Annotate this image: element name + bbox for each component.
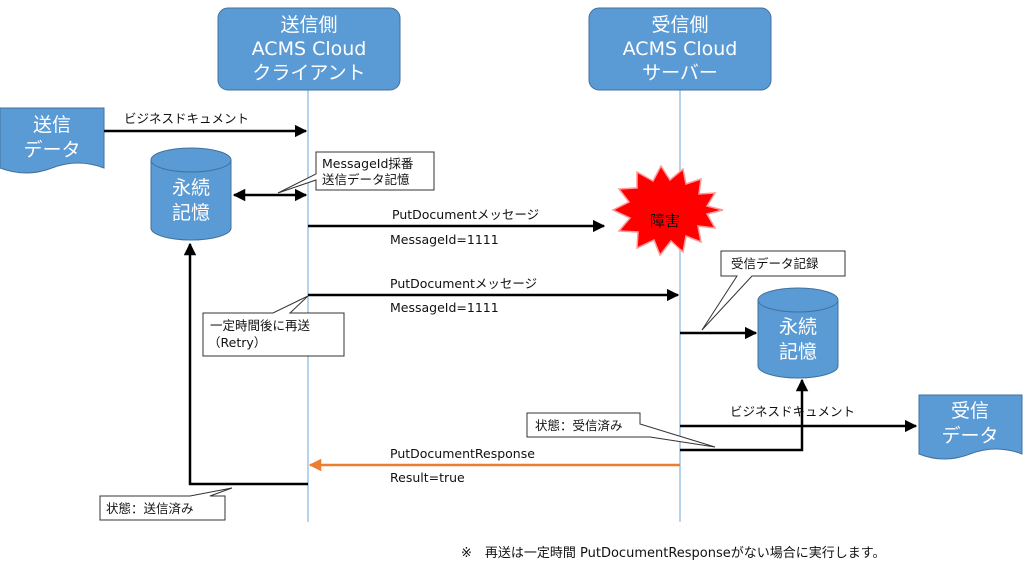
put-document-response-result: Result=true <box>390 470 465 485</box>
put-document-retry-message-id: MessageId=1111 <box>390 300 499 315</box>
sent-state-callout-text: 状態：送信済み <box>106 501 194 516</box>
receiver-participant-line2: ACMS Cloud <box>623 38 738 60</box>
receive-data-document: 受信 データ <box>918 394 1023 460</box>
put-document-retry-label: PutDocumentメッセージ <box>390 276 537 291</box>
received-record-callout-text: 受信データ記録 <box>731 256 819 271</box>
footnote: ※ 再送は一定時間 PutDocumentResponseがない場合に実行します… <box>461 545 885 561</box>
received-state-callout-text: 状態：受信済み <box>535 418 623 433</box>
put-document-response-label: PutDocumentResponse <box>390 446 535 461</box>
message-id-callout-line2: 送信データ記憶 <box>322 172 410 187</box>
received-state-callout: 状態：受信済み <box>526 412 716 448</box>
failure-starburst: 障害 <box>611 164 724 257</box>
receiver-storage-line2: 記憶 <box>779 341 817 363</box>
update-received-state-arrow <box>680 378 809 452</box>
sender-participant-line1: 送信側 <box>280 14 337 36</box>
sender-storage-line2: 記憶 <box>172 202 210 224</box>
receive-data-line1: 受信 <box>951 400 989 422</box>
business-document-out-label: ビジネスドキュメント <box>730 404 855 419</box>
retry-callout-line1: 一定時間後に再送 <box>210 318 311 333</box>
receiver-participant-line3: サーバー <box>642 62 718 84</box>
update-sent-state-arrow <box>183 242 308 486</box>
retry-callout-line2: （Retry） <box>208 335 266 350</box>
send-data-line2: データ <box>23 139 80 161</box>
put-document-failed-label: PutDocumentメッセージ <box>392 207 539 222</box>
put-document-failed-message-id: MessageId=1111 <box>390 232 499 247</box>
received-record-callout: 受信データ記録 <box>701 250 846 331</box>
message-id-callout-line1: MessageId採番 <box>322 156 414 171</box>
receive-data-line2: データ <box>941 425 998 447</box>
receiver-participant-box: 受信側 ACMS Cloud サーバー <box>588 7 772 91</box>
retry-callout: 一定時間後に再送 （Retry） <box>202 295 345 357</box>
receiver-storage-cylinder: 永続 記憶 <box>757 287 839 379</box>
sender-participant-line2: ACMS Cloud <box>252 38 367 60</box>
business-document-in-label: ビジネスドキュメント <box>124 111 249 126</box>
sent-state-callout: 状態：送信済み <box>99 487 233 521</box>
receiver-participant-line1: 受信側 <box>651 14 708 36</box>
receiver-storage-line1: 永続 <box>779 316 817 338</box>
sender-participant-box: 送信側 ACMS Cloud クライアント <box>217 7 401 91</box>
sender-storage-cylinder: 永続 記憶 <box>150 147 232 241</box>
send-data-line1: 送信 <box>33 114 71 136</box>
send-data-document: 送信 データ <box>0 107 105 174</box>
message-id-callout: MessageId採番 送信データ記憶 <box>277 151 435 194</box>
sender-participant-line3: クライアント <box>252 62 365 84</box>
sender-storage-line1: 永続 <box>172 177 210 199</box>
failure-label: 障害 <box>650 212 680 230</box>
